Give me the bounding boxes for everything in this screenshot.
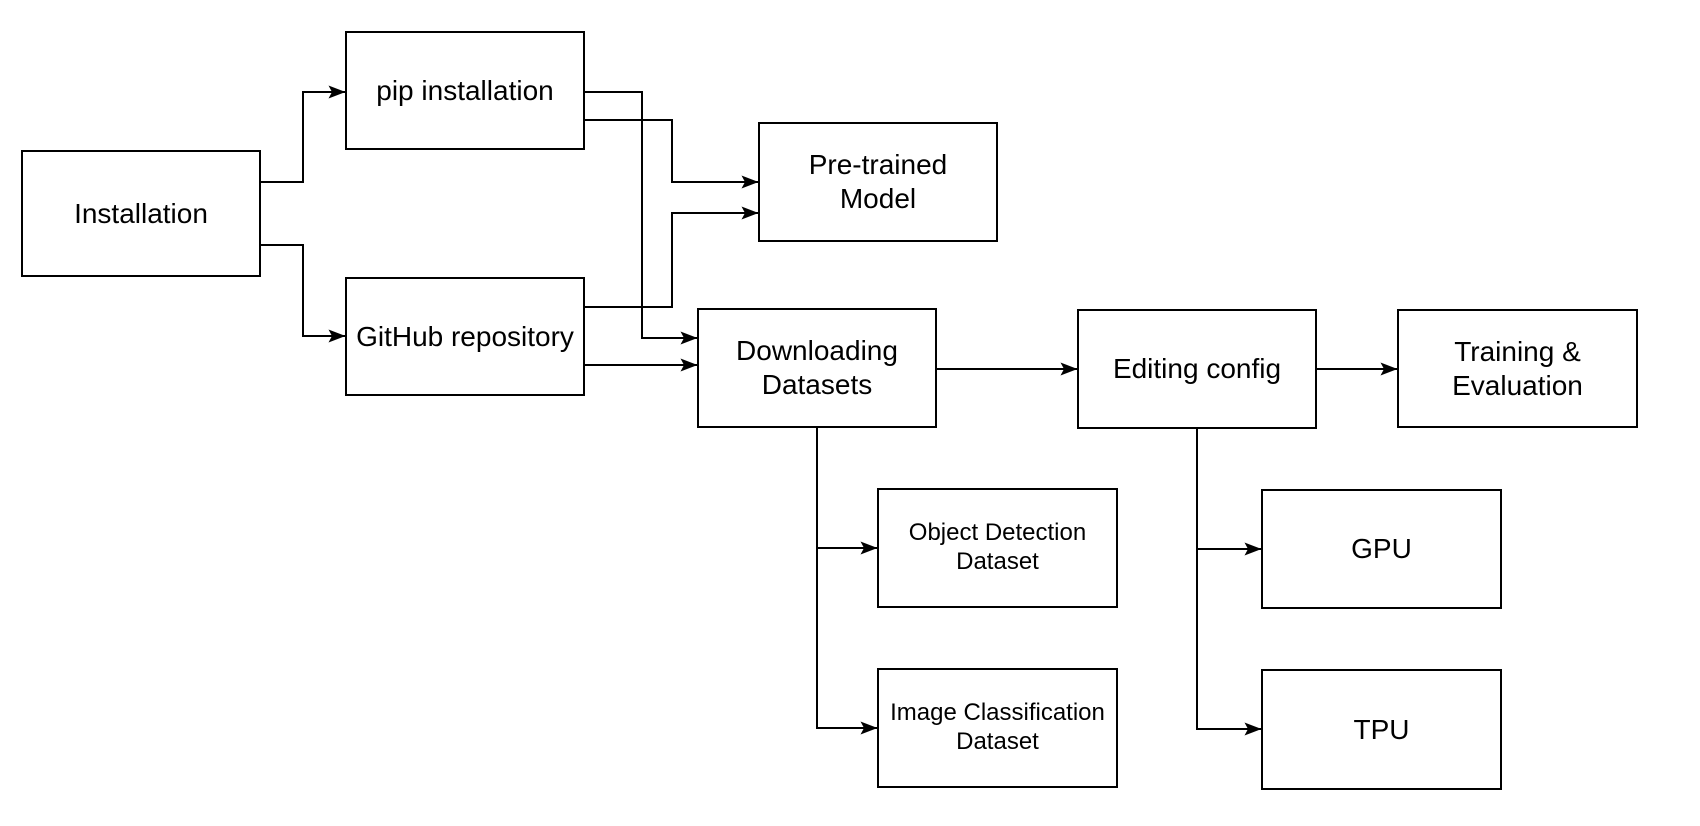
- node-github-repository-label: GitHub repository: [356, 320, 574, 352]
- node-installation: Installation: [21, 150, 261, 277]
- node-object-detection-dataset-label: Object Detection Dataset: [908, 519, 1087, 575]
- node-object-detection-dataset: Object Detection Dataset: [877, 488, 1118, 608]
- node-pip-installation-label: pip installation: [376, 74, 554, 106]
- node-downloading-datasets: Downloading Datasets: [697, 308, 937, 428]
- node-gpu: GPU: [1261, 489, 1502, 609]
- edge-editing-config-to-tpu: [1196, 429, 1262, 736]
- edge-installation-to-github-repository: [261, 244, 346, 343]
- node-tpu: TPU: [1261, 669, 1502, 790]
- node-installation-label: Installation: [74, 197, 208, 229]
- edge-downloading-datasets-to-object-detection-dataset: [816, 428, 878, 555]
- edge-downloading-datasets-to-image-classification-dataset: [816, 428, 878, 735]
- edge-installation-to-pip-installation: [261, 85, 346, 183]
- edge-pip-installation-to-downloading-datasets: [585, 91, 698, 345]
- edge-pip-installation-to-pre-trained-model: [585, 119, 759, 189]
- node-training-evaluation-label: Training & Evaluation: [1452, 335, 1583, 401]
- node-image-classification-dataset: Image Classification Dataset: [877, 668, 1118, 788]
- node-github-repository: GitHub repository: [345, 277, 585, 396]
- node-gpu-label: GPU: [1351, 533, 1412, 565]
- edge-editing-config-to-gpu: [1196, 429, 1262, 556]
- node-downloading-datasets-label: Downloading Datasets: [736, 335, 898, 400]
- node-pre-trained-model: Pre-trained Model: [758, 122, 998, 242]
- node-editing-config: Editing config: [1077, 309, 1317, 429]
- node-training-evaluation: Training & Evaluation: [1397, 309, 1638, 428]
- node-editing-config-label: Editing config: [1112, 353, 1282, 385]
- node-image-classification-dataset-label: Image Classification Dataset: [890, 699, 1105, 755]
- node-tpu-label: TPU: [1353, 713, 1410, 745]
- node-pip-installation: pip installation: [345, 31, 585, 150]
- node-pre-trained-model-label: Pre-trained Model: [808, 149, 948, 214]
- edge-github-repository-to-pre-trained-model: [585, 206, 759, 308]
